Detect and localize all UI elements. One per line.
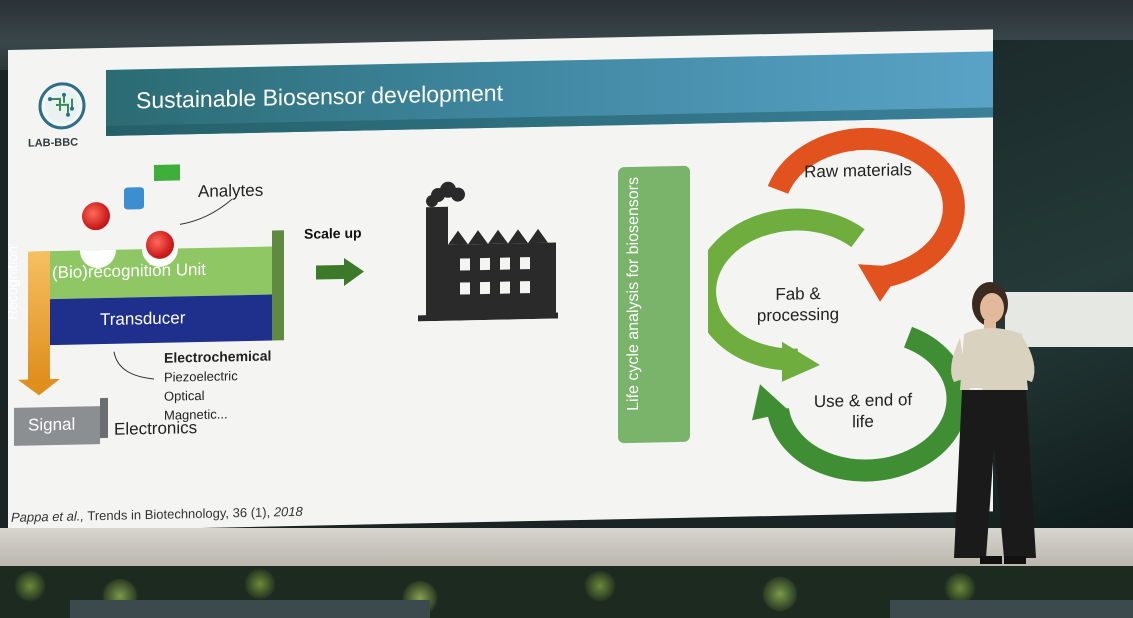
factory-icon: [418, 181, 558, 322]
stage-edge: [890, 600, 1133, 618]
recognition-label: Recognition: [8, 245, 20, 321]
cycle-raw-materials: Raw materials: [804, 160, 912, 182]
recognition-arrow: [28, 251, 50, 382]
logo-icon: [38, 82, 86, 130]
electronics-label: Electronics: [114, 418, 198, 439]
analyte-cylinder: [124, 187, 144, 210]
types-pointer-icon: [113, 351, 155, 380]
type-optical: Optical: [164, 387, 205, 404]
signal-box-side: [100, 397, 108, 439]
transducer-types: Electrochemical Piezoelectric Optical Ma…: [164, 346, 271, 424]
presentation-slide: Sustainable Biosensor development LAB-BB…: [8, 29, 993, 533]
citation-authors: Pappa et al.,: [11, 508, 84, 525]
sensor-side: [272, 230, 284, 341]
cycle-arrows-icon: [708, 127, 969, 482]
type-electrochemical: Electrochemical: [164, 347, 272, 366]
cycle-use-end-of-life: Use & end of life: [813, 390, 913, 432]
analytes-pointer-icon: [179, 198, 233, 225]
logo-text: LAB-BBC: [28, 136, 79, 150]
stage-edge: [70, 600, 430, 618]
lca-label: Life cycle analysis for biosensors: [625, 176, 642, 412]
presenter: [951, 282, 1036, 564]
recognition-unit-label: (Bio)recognition Unit: [52, 259, 207, 283]
signal-label: Signal: [28, 414, 76, 435]
arrow-right-head-icon: [344, 257, 364, 286]
arrow-right-icon: [316, 264, 344, 280]
analyte-sphere: [82, 201, 110, 231]
side-banner: [1005, 292, 1133, 347]
scale-up-label: Scale up: [304, 224, 362, 242]
citation-year: 2018: [273, 503, 303, 520]
transducer-label: Transducer: [100, 308, 186, 330]
citation: Pappa et al., Trends in Biotechnology, 3…: [11, 504, 303, 525]
stage-floor: [0, 528, 1133, 568]
type-piezoelectric: Piezoelectric: [164, 368, 238, 385]
citation-journal: Trends in Biotechnology, 36 (1),: [84, 504, 274, 524]
recognition-arrow-head-icon: [18, 378, 60, 396]
cycle-fab-processing: Fab & processing: [756, 283, 840, 326]
analyte-cube: [154, 164, 180, 181]
